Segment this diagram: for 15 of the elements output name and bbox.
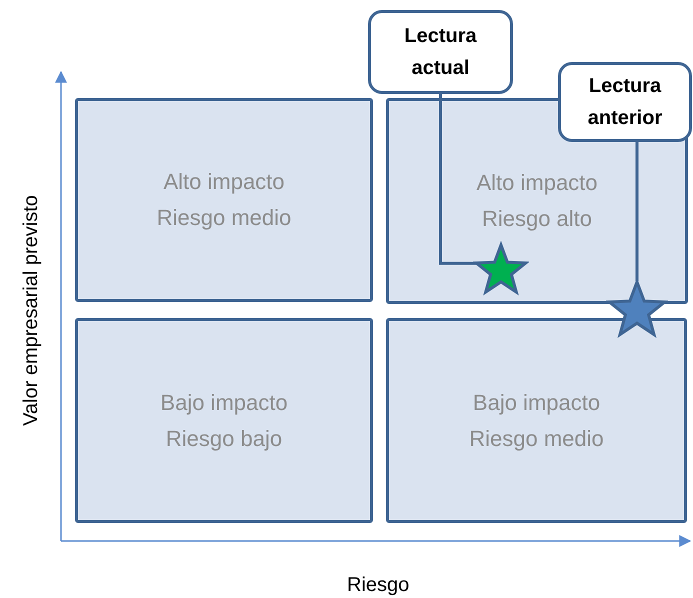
quadrant-label: Bajo impacto Riesgo medio	[468, 388, 605, 453]
quadrant-label: Bajo impacto Riesgo bajo	[159, 388, 289, 453]
star-marker	[606, 278, 668, 340]
star-marker	[473, 241, 529, 297]
callout-text: Lectura anterior	[586, 74, 664, 131]
callout-text: Lectura actual	[403, 24, 478, 81]
quadrant-label: Alto impacto Riesgo medio	[156, 168, 292, 232]
quadrant-box	[75, 98, 373, 302]
quadrant-box	[386, 318, 687, 523]
callout-bubble	[368, 10, 513, 94]
callout-bubble	[558, 62, 692, 142]
y-axis-title: Valor empresarial previsto	[19, 194, 42, 426]
x-axis-title: Riesgo	[347, 574, 410, 596]
quadrant-box	[75, 318, 373, 523]
quadrant-label: Alto impacto Riesgo alto	[475, 169, 599, 233]
